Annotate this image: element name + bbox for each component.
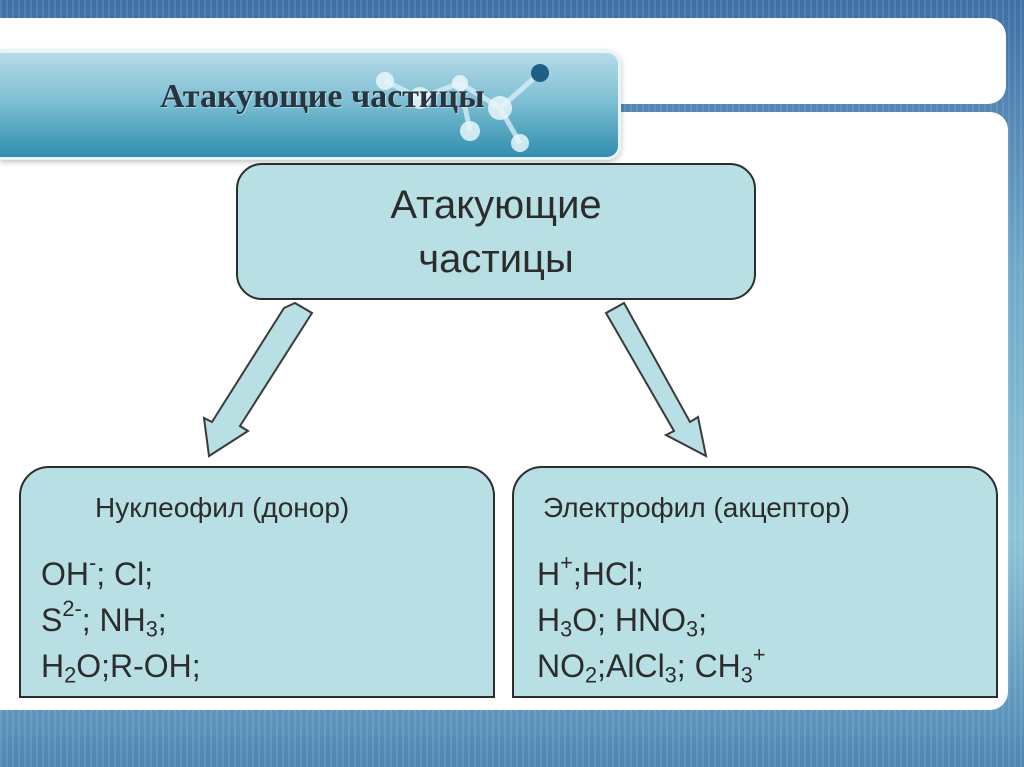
nucleophile-box: Нуклеофил (донор) OH-; Cl; S2-; NH3; H2O… — [19, 466, 495, 698]
electrophile-heading: Электрофил (акцептор) — [543, 492, 851, 523]
center-box-line-2: частицы — [418, 236, 574, 281]
title-band — [0, 50, 621, 160]
electrophile-box: Электрофил (акцептор) H+;HCl; H3O; HNO3;… — [512, 466, 998, 698]
right-arrow — [604, 301, 708, 458]
nucleophile-formula-line-1: OH-; Cl; — [41, 549, 154, 592]
electrophile-formula-line-1: H+;HCl; — [537, 549, 644, 592]
nucleophile-formula-line-2: S2-; NH3; — [41, 595, 167, 642]
molecule-decoration — [376, 64, 549, 152]
attacking-particles-box: Атакующие частицы — [236, 163, 756, 300]
electrophile-formula-line-2: H3O; HNO3; — [537, 602, 707, 642]
electrophile-formula-line-3: NO2;AlCl3; CH3+ — [537, 641, 766, 688]
slide-title: Атакующие частицы — [160, 78, 485, 115]
nucleophile-formula-line-3: H2O;R-OH; — [41, 648, 201, 688]
center-box-line-1: Атакующие — [390, 182, 602, 227]
nucleophile-heading: Нуклеофил (донор) — [95, 492, 350, 523]
left-arrow — [202, 301, 314, 458]
